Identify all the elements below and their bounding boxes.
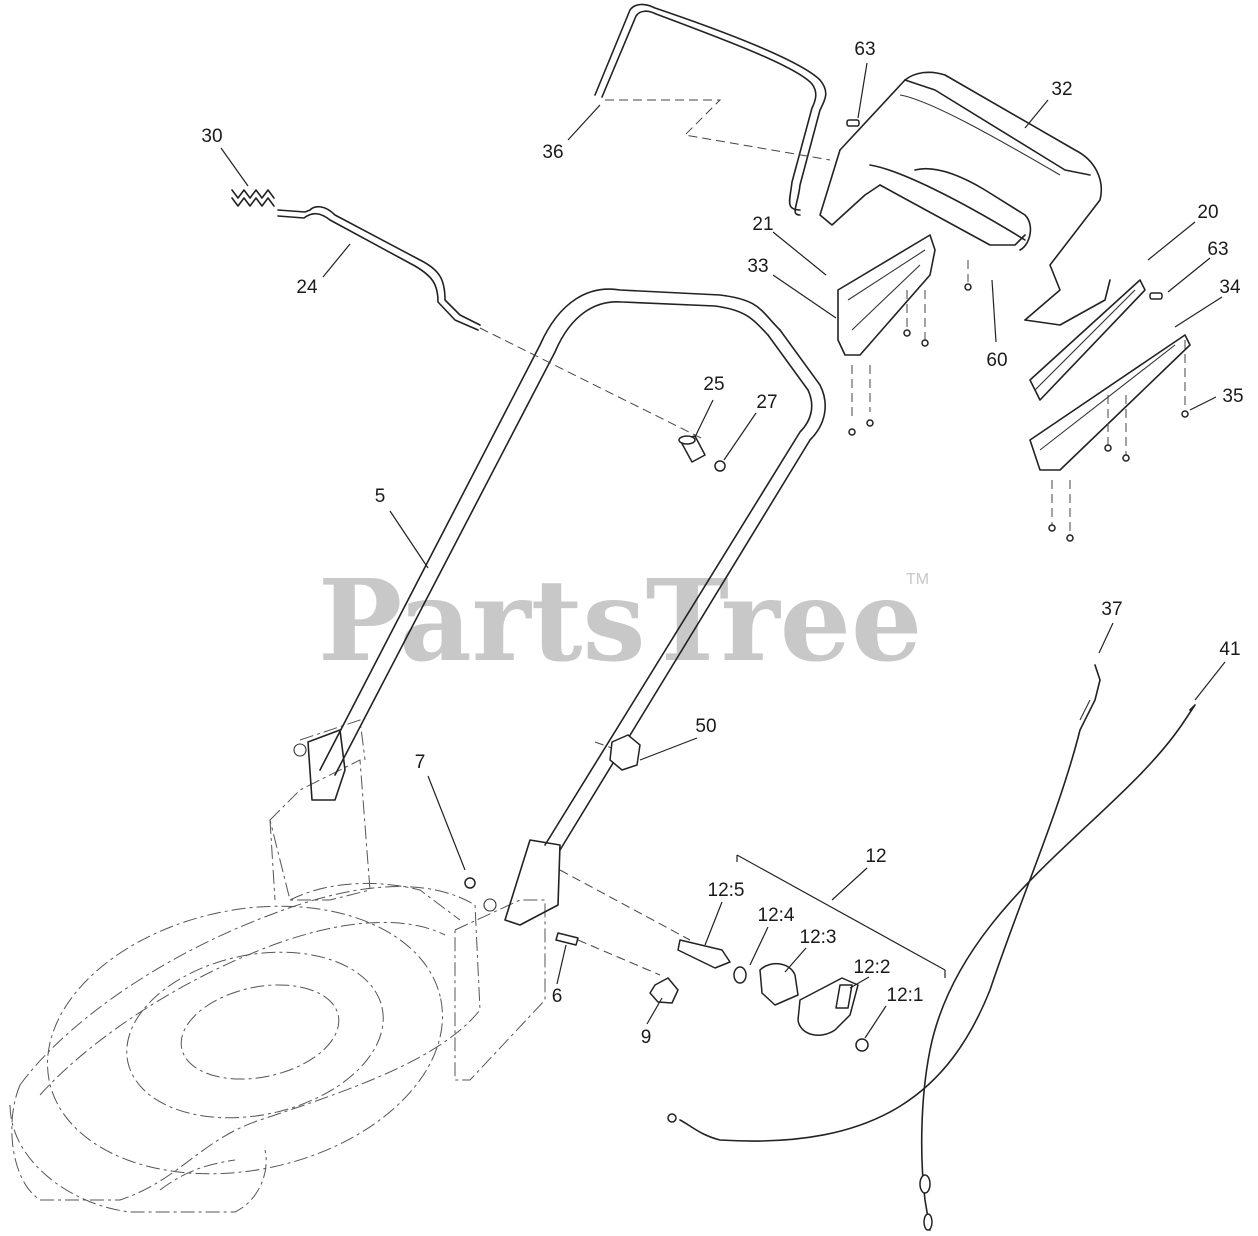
callout-24: 24 bbox=[296, 277, 318, 298]
watermark-logo: PartsTree bbox=[318, 556, 922, 687]
callout-21: 21 bbox=[752, 214, 773, 235]
bushing-25 bbox=[678, 435, 706, 463]
callout-63-top: 63 bbox=[854, 39, 875, 60]
mower-deck bbox=[9, 719, 546, 1213]
washer-27 bbox=[714, 460, 726, 472]
callout-36: 36 bbox=[542, 142, 563, 163]
washer-12-4 bbox=[733, 966, 747, 984]
callout-12-4: 12:4 bbox=[758, 905, 795, 926]
callout-9: 9 bbox=[641, 1027, 652, 1048]
callout-50: 50 bbox=[695, 716, 716, 737]
callout-60: 60 bbox=[986, 350, 1007, 371]
callout-12-1: 12:1 bbox=[887, 985, 924, 1006]
callout-41: 41 bbox=[1219, 639, 1240, 660]
left-clamp bbox=[837, 234, 936, 356]
callout-12: 12 bbox=[865, 846, 886, 867]
callout-33: 33 bbox=[747, 256, 768, 277]
callout-7: 7 bbox=[415, 752, 426, 773]
callout-12-3: 12:3 bbox=[800, 927, 837, 948]
nut-12-1 bbox=[855, 1038, 869, 1052]
callout-32: 32 bbox=[1051, 79, 1072, 100]
callout-63-right: 63 bbox=[1207, 239, 1228, 260]
bolt-6 bbox=[555, 932, 661, 976]
control-rod bbox=[277, 205, 706, 441]
callout-25: 25 bbox=[703, 374, 724, 395]
screws bbox=[846, 119, 1189, 542]
handle-assembly bbox=[293, 288, 826, 926]
right-clamp bbox=[1029, 279, 1191, 471]
connector-50 bbox=[594, 734, 641, 771]
cable-41 bbox=[919, 704, 1196, 1231]
callout-34: 34 bbox=[1219, 277, 1241, 298]
callout-5: 5 bbox=[375, 486, 386, 507]
spring bbox=[231, 189, 275, 207]
callout-20: 20 bbox=[1197, 202, 1218, 223]
callout-30: 30 bbox=[201, 126, 222, 147]
bracket-12-group-line bbox=[559, 854, 946, 978]
lever-12-2 bbox=[797, 977, 859, 1036]
operator-bail bbox=[594, 3, 831, 216]
callout-6: 6 bbox=[552, 986, 563, 1007]
cam-12-3 bbox=[759, 963, 799, 1006]
shaft-12-5 bbox=[677, 939, 731, 969]
callout-12-5: 12:5 bbox=[708, 880, 745, 901]
knob-9 bbox=[649, 977, 679, 1004]
cable-37 bbox=[667, 664, 1101, 1142]
leader-lines bbox=[220, 62, 1226, 1039]
callout-37: 37 bbox=[1101, 599, 1122, 620]
callout-27: 27 bbox=[756, 392, 777, 413]
callout-labels: 63 32 30 36 21 20 63 33 34 24 60 35 25 2… bbox=[201, 39, 1243, 1048]
upper-handle-bracket bbox=[819, 71, 1111, 326]
callout-35: 35 bbox=[1222, 386, 1243, 407]
callout-12-2: 12:2 bbox=[854, 957, 891, 978]
nut-7 bbox=[464, 877, 476, 889]
watermark-tm: TM bbox=[906, 571, 929, 588]
